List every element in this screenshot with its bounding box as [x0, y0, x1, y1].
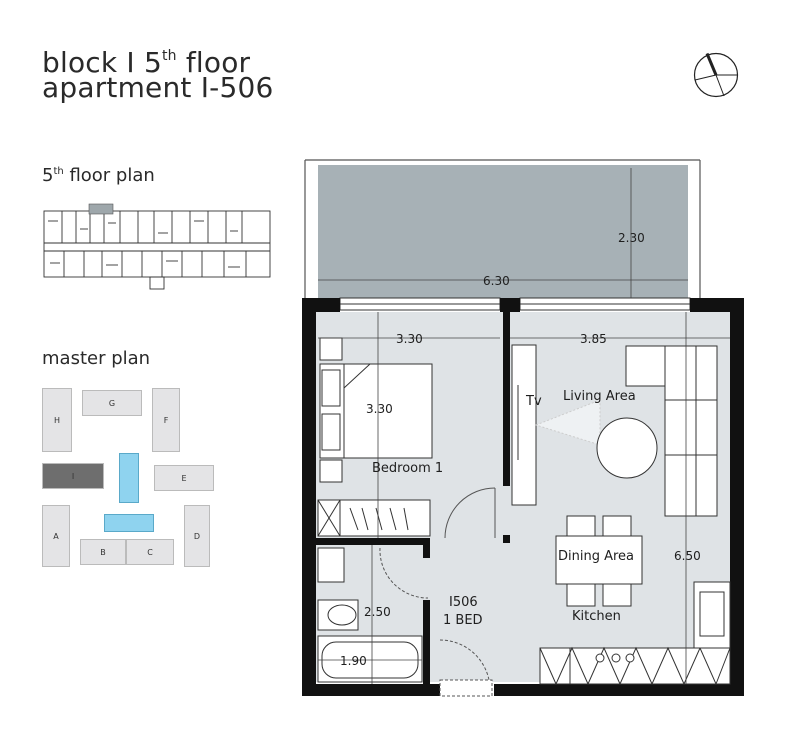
floor-plan-thumbnail[interactable] [42, 203, 272, 293]
block-b[interactable]: B [80, 539, 126, 565]
dim-balcony-height: 2.30 [618, 231, 645, 245]
balcony-glazing [339, 297, 691, 311]
page-subtitle: apartment I-506 [42, 71, 274, 104]
dim-balcony-width: 6.30 [483, 274, 510, 288]
block-g[interactable]: G [82, 390, 142, 416]
dim-living-width: 3.85 [580, 332, 607, 346]
block-f[interactable]: F [152, 388, 180, 452]
dining-set [555, 515, 643, 607]
wardrobe [317, 499, 431, 537]
bed [319, 337, 433, 483]
block-d[interactable]: D [184, 505, 210, 567]
title-line1-rest: floor [176, 46, 251, 79]
room-tv: Tv [525, 394, 542, 409]
floor-plan-heading-rest: floor plan [63, 165, 155, 186]
sofa [625, 345, 718, 517]
dim-bath-width: 1.90 [340, 654, 367, 668]
balcony [318, 165, 688, 299]
floor-plan-heading: 5th floor plan [42, 165, 155, 186]
block-c[interactable]: C [126, 539, 174, 565]
dim-bath-depth: 2.50 [364, 605, 391, 619]
room-living: Living Area [563, 389, 636, 404]
block-e[interactable]: E [154, 465, 214, 491]
floor-plan-heading-main: 5 [42, 165, 54, 186]
north-compass-icon [693, 52, 739, 98]
floor-plan-heading-sup: th [53, 166, 64, 177]
coffee-table [596, 417, 658, 479]
room-dining: Dining Area [558, 549, 634, 564]
block-h[interactable]: H [42, 388, 72, 452]
dim-bedroom-depth: 3.30 [366, 402, 393, 416]
title-line1-main: block I 5 [42, 46, 162, 79]
title-line1-sup: th [161, 48, 177, 64]
room-kitchen: Kitchen [572, 609, 621, 624]
walls [302, 298, 744, 696]
block-a[interactable]: A [42, 505, 70, 567]
unit-id: I506 [449, 595, 478, 610]
tv-unit [511, 344, 537, 506]
master-plan-heading: master plan [42, 348, 151, 369]
dim-bedroom-width: 3.30 [396, 332, 423, 346]
unit-type: 1 BED [443, 613, 483, 628]
dim-living-depth: 6.50 [674, 549, 701, 563]
block-i[interactable]: I [42, 463, 104, 489]
page-title: block I 5th floor [42, 40, 250, 79]
room-bedroom: Bedroom 1 [372, 461, 443, 476]
kitchen-counter [539, 581, 731, 686]
